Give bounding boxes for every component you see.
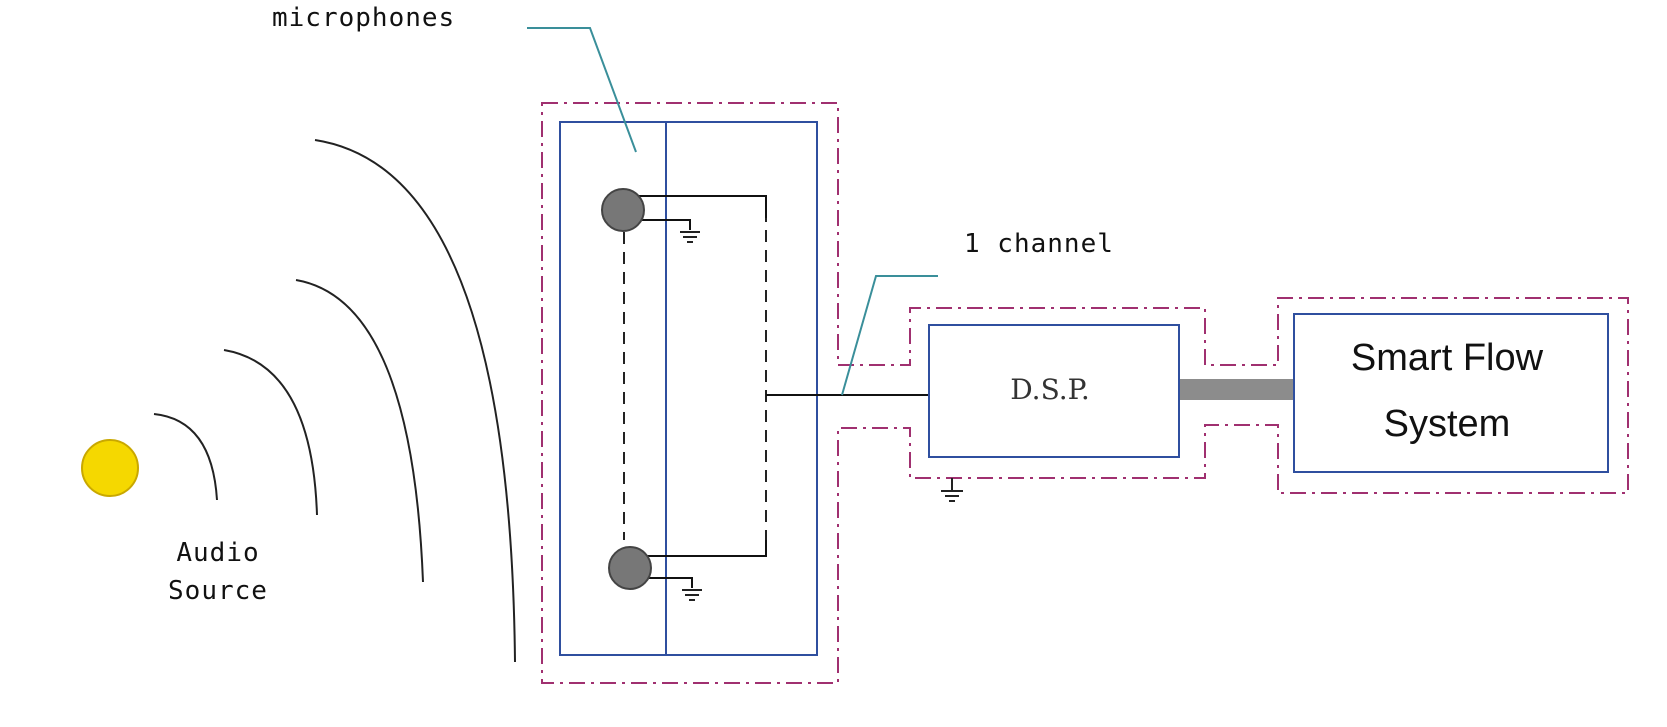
dsp-label: D.S.P. (1010, 373, 1090, 406)
audio-source-icon (81, 439, 139, 497)
microphone-top (601, 188, 767, 243)
mic-bottom-icon (608, 546, 652, 590)
smart-flow-system-box (1293, 313, 1609, 473)
mic-top-icon (601, 188, 645, 232)
microphones-leader-line (527, 27, 637, 153)
audio-source-label-line1: Audio (176, 538, 259, 568)
dsp-box (928, 324, 1180, 458)
sound-wave-4 (314, 139, 516, 663)
mic-bottom-signal-wire (627, 540, 767, 557)
mic-top-signal-wire (627, 195, 767, 218)
ground-icon-top (680, 231, 700, 243)
data-link-bus (1180, 379, 1295, 400)
microphone-bottom (608, 540, 767, 601)
sound-wave-2 (223, 349, 318, 516)
sound-wave-1 (153, 413, 218, 501)
channel-leader-line (841, 275, 938, 396)
microphones-label: microphones (272, 3, 455, 33)
mic-array-housing (559, 121, 818, 656)
mic-top-ground-wire (627, 219, 691, 230)
sound-wave-3 (295, 279, 424, 583)
smart-flow-system-label-line2: System (1384, 403, 1511, 445)
sound-waves (153, 139, 516, 663)
channel-label: 1 channel (964, 229, 1114, 259)
smart-flow-system-label-line1: Smart Flow (1351, 337, 1544, 379)
ground-icon-dsp (941, 478, 963, 502)
ground-icon-bottom (682, 589, 702, 601)
audio-source-label-line2: Source (168, 576, 268, 606)
